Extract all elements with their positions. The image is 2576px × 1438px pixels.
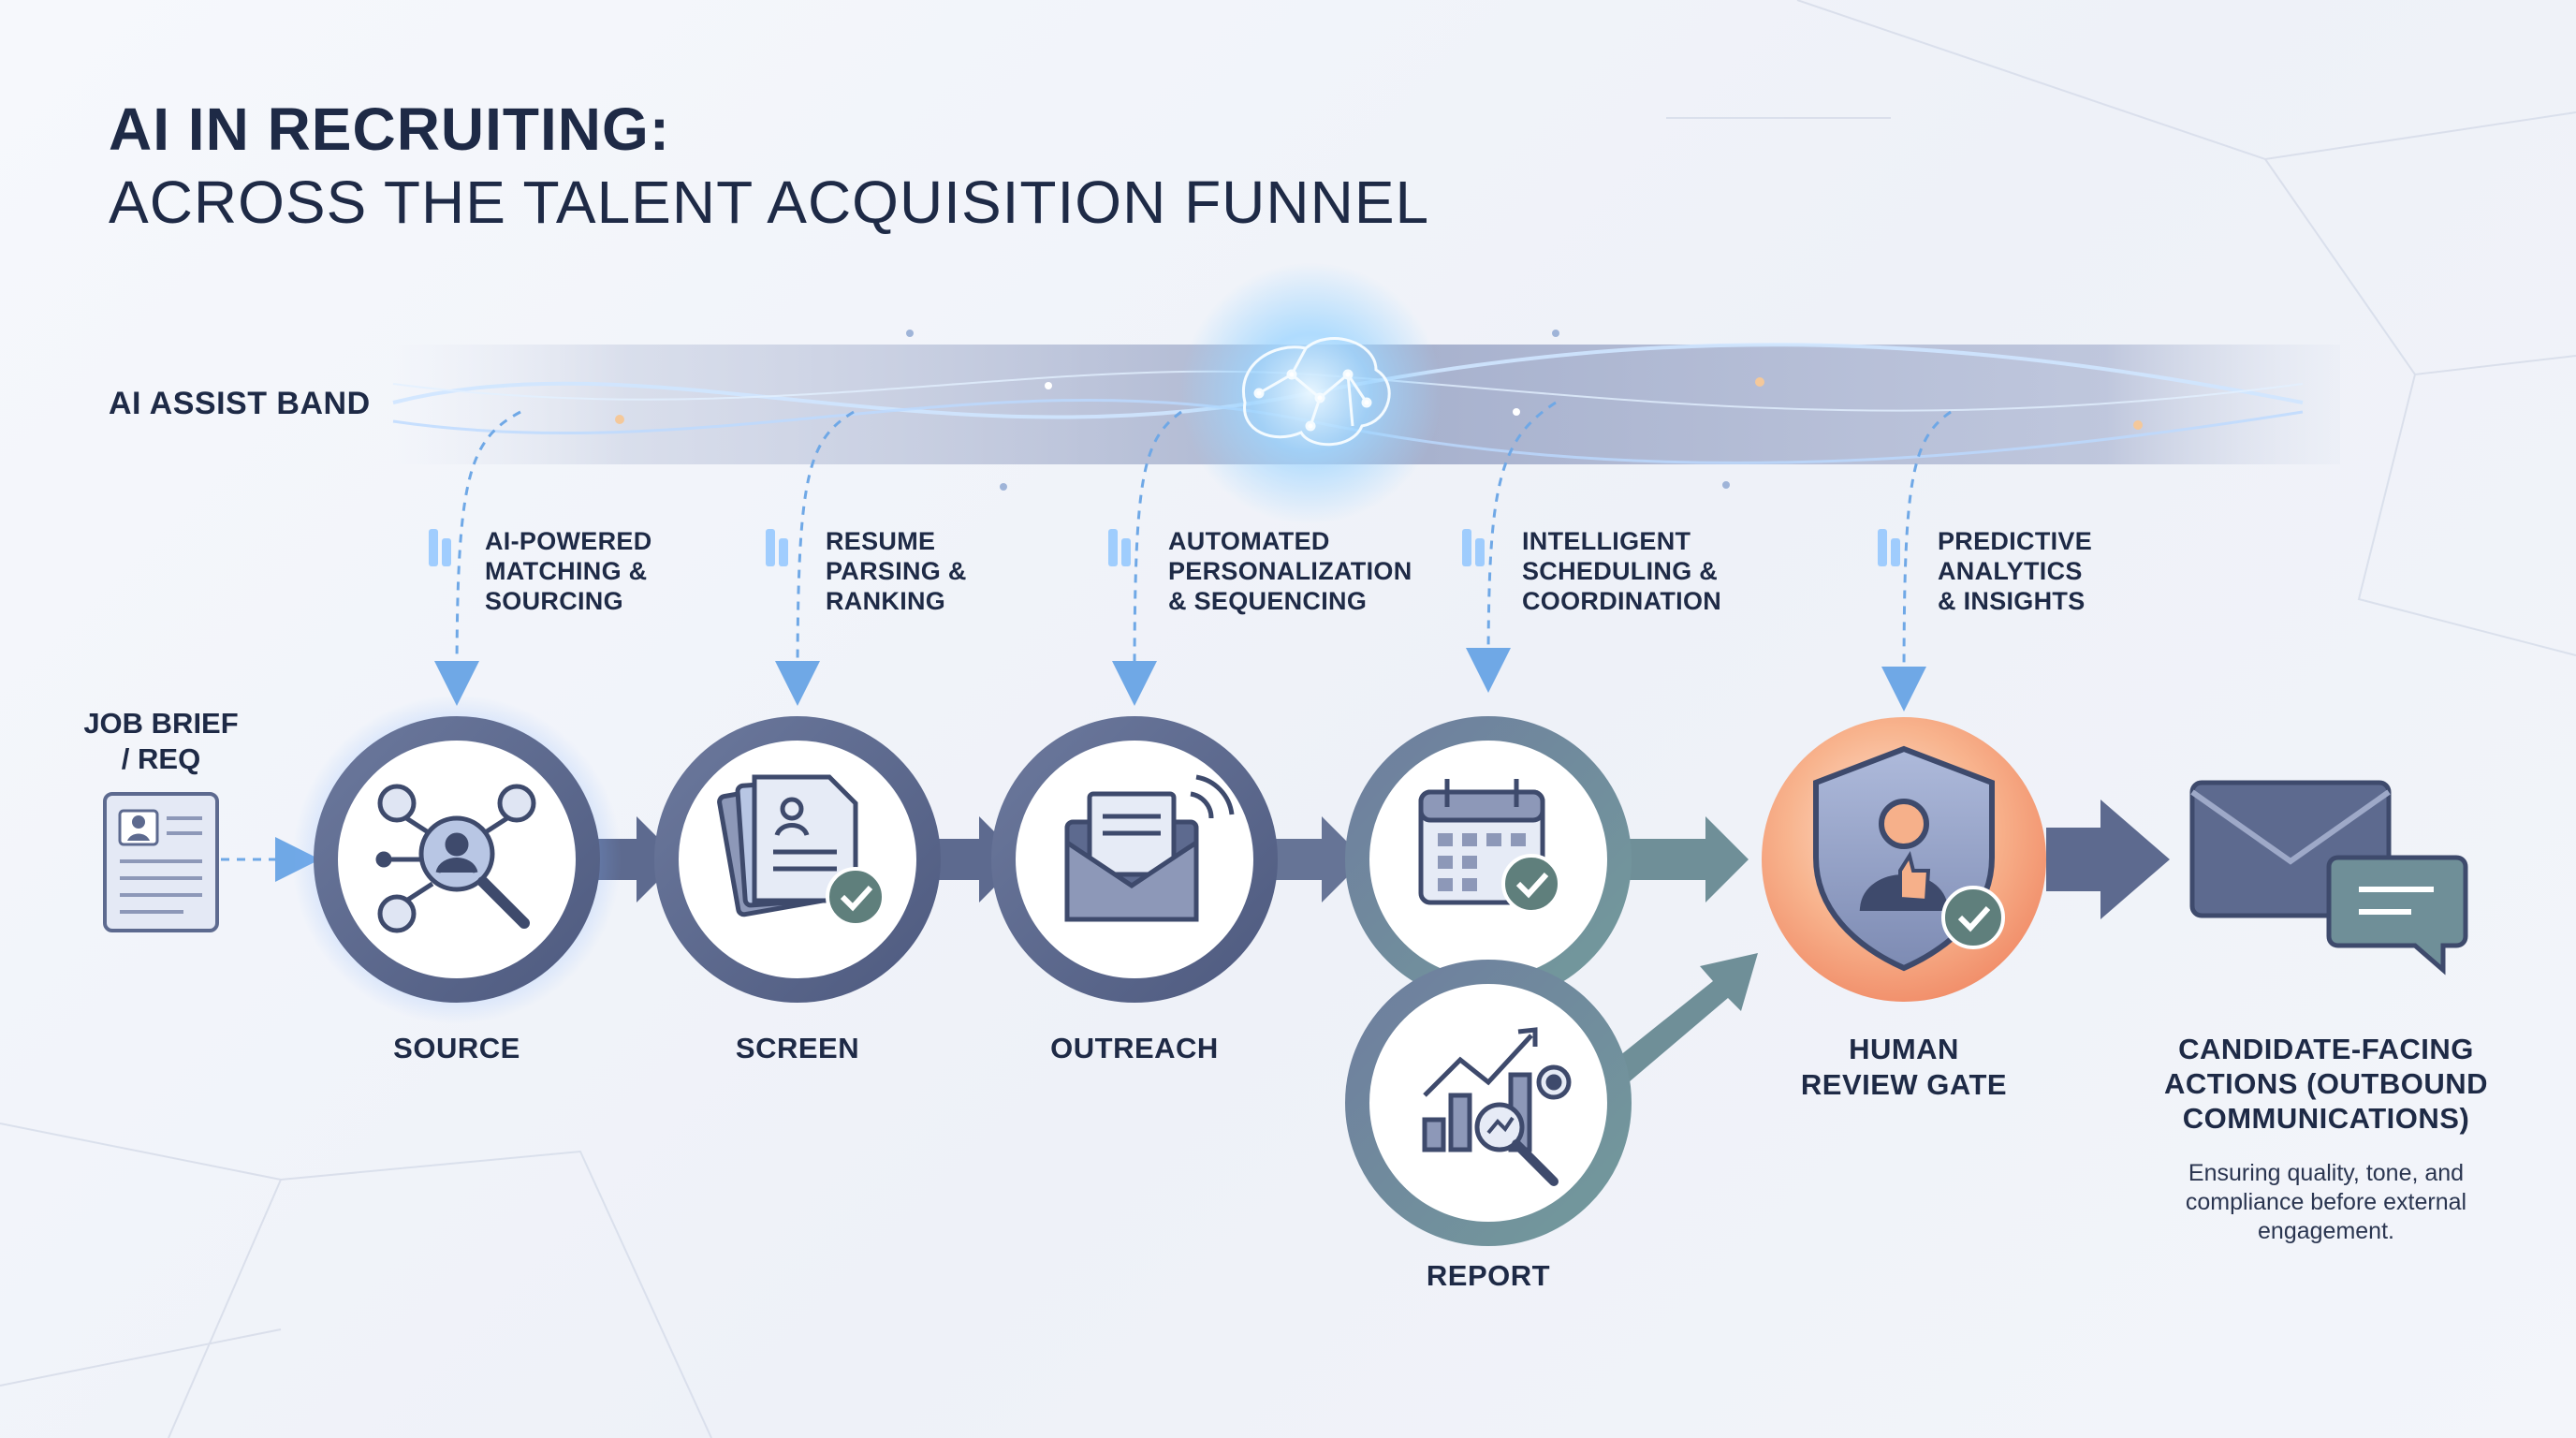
ai-feature-line: & INSIGHTS [1938,587,2086,615]
ai-feature-line: RESUME [826,527,936,555]
source-label: SOURCE [393,1032,520,1064]
ai-feature-predictive-analytics: PREDICTIVE ANALYTICS & INSIGHTS [1938,526,2092,616]
shield-approval-icon [1813,745,2005,972]
email-outreach-icon [1064,774,1235,922]
ai-feature-line: PERSONALIZATION [1168,557,1412,585]
source-stage[interactable] [292,695,622,1024]
calendar-check-icon [1418,779,1561,914]
ai-feature-line: AUTOMATED [1168,527,1330,555]
job-brief-label: JOB BRIEF / REQ [67,706,255,777]
job-brief-line: JOB BRIEF [83,707,239,740]
note-line: engagement. [2258,1218,2394,1244]
header: AI IN RECRUITING: ACROSS THE TALENT ACQU… [109,94,1429,240]
ai-feature-line: RANKING [826,587,946,615]
candidate-facing-label: CANDIDATE-FACING ACTIONS (OUTBOUND COMMU… [2101,1032,2551,1136]
page-subtitle: ACROSS THE TALENT ACQUISITION FUNNEL [109,169,1430,236]
job-brief-document-icon [103,792,219,932]
screen-label: SCREEN [735,1032,860,1064]
ai-feature-line: PREDICTIVE [1938,527,2093,555]
candidate-facing-line: ACTIONS (OUTBOUND [2163,1067,2489,1100]
candidate-communications-icon [2189,780,2468,976]
candidate-facing-line: CANDIDATE-FACING [2178,1033,2474,1065]
human-review-line: REVIEW GATE [1800,1068,2008,1101]
ai-feature-line: ANALYTICS [1938,557,2083,585]
resume-stack-icon [717,774,886,927]
compliance-note: Ensuring quality, tone, and compliance b… [2139,1159,2513,1246]
ai-assist-band-label: AI ASSIST BAND [109,386,371,421]
ai-feature-line: AI-POWERED [485,527,652,555]
human-review-label: HUMAN REVIEW GATE [1735,1032,2072,1103]
ai-assist-band [392,262,2340,524]
candidate-search-icon [375,784,536,933]
ai-feature-line: COORDINATION [1522,587,1722,615]
outreach-label: OUTREACH [1050,1032,1219,1064]
ai-feature-personalization: AUTOMATED PERSONALIZATION & SEQUENCING [1168,526,1412,616]
report-label: REPORT [1426,1259,1551,1292]
note-line: compliance before external [2185,1189,2467,1215]
ai-feature-matching-sourcing: AI-POWERED MATCHING & SOURCING [485,526,652,616]
ai-feature-line: SOURCING [485,587,623,615]
ai-chip-icons [429,529,1900,566]
brain-icon [1242,337,1391,447]
job-brief-line: / REQ [121,742,201,775]
note-line: Ensuring quality, tone, and [2188,1160,2465,1186]
human-review-gate[interactable] [1762,717,2046,1002]
human-review-line: HUMAN [1849,1033,1959,1065]
candidate-facing-line: COMMUNICATIONS) [2182,1102,2470,1135]
ai-feature-scheduling: INTELLIGENT SCHEDULING & COORDINATION [1522,526,1721,616]
ai-feature-line: INTELLIGENT [1522,527,1691,555]
outreach-stage[interactable] [991,716,1278,1003]
report-stage[interactable] [1345,960,1632,1246]
ai-feature-resume-parsing: RESUME PARSING & RANKING [826,526,967,616]
ai-feature-line: SCHEDULING & [1522,557,1719,585]
scheduling-stage[interactable] [1345,716,1632,1003]
page-title: AI IN RECRUITING: [109,95,671,163]
screen-stage[interactable] [654,716,941,1003]
ai-feature-line: PARSING & [826,557,967,585]
sparkle-icons [615,330,2143,491]
ai-feature-line: MATCHING & [485,557,648,585]
ai-feature-line: & SEQUENCING [1168,587,1368,615]
analytics-report-icon [1422,1027,1572,1186]
ai-feature-connectors [221,401,1952,882]
